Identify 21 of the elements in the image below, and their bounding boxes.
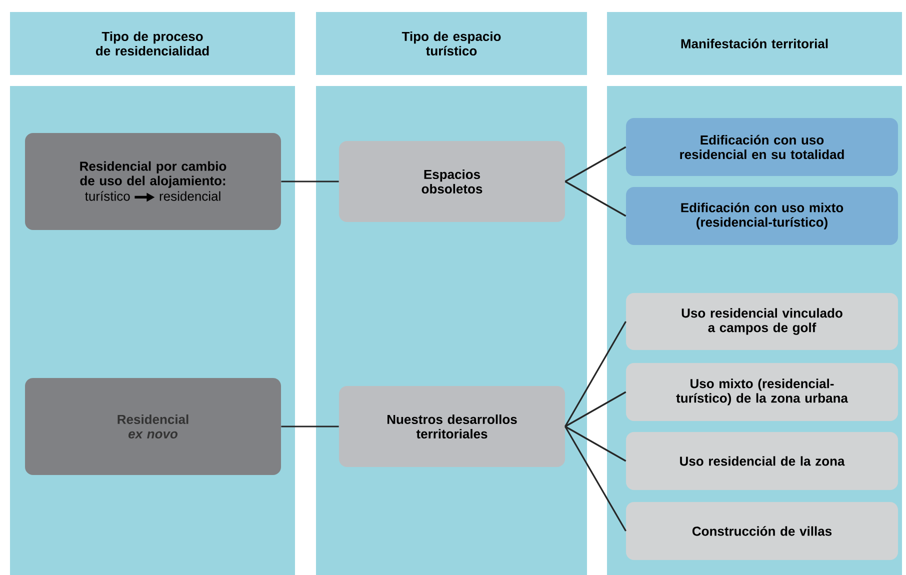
space-box: Espacios obsoletos — [339, 141, 565, 222]
manifestation-box: Uso mixto (residencial-turístico) de la zona urbana — [626, 363, 898, 421]
manifestation-box: Edificación con uso mixto (residencial-turístico) — [626, 187, 898, 245]
manifestation-box: Construcción de villas — [626, 502, 898, 560]
connector-line — [564, 426, 626, 462]
connector-line — [281, 426, 339, 428]
connector-line — [564, 146, 626, 182]
manifestation-box: Edificación con uso residencial en su totalidad — [626, 118, 898, 176]
manifestation-box: Uso residencial de la zona — [626, 432, 898, 490]
process-box: Residencial ex novo — [25, 378, 281, 475]
column-header: Tipo de proceso de residencialidad — [10, 12, 295, 75]
connector-line — [564, 180, 626, 217]
connector-line — [281, 180, 339, 182]
column-header: Manifestación territorial — [607, 12, 902, 75]
connector-line — [564, 426, 626, 532]
column-header: Tipo de espacio turístico — [316, 12, 587, 75]
connector-line — [564, 321, 626, 427]
connector-line — [564, 391, 626, 428]
process-box: Residencial por cambio de uso del alojamiento: turístico residencial — [25, 133, 281, 230]
space-box: Nuestros desarrollos territoriales — [339, 386, 565, 467]
manifestation-box: Uso residencial vinculado a campos de golf — [626, 293, 898, 350]
